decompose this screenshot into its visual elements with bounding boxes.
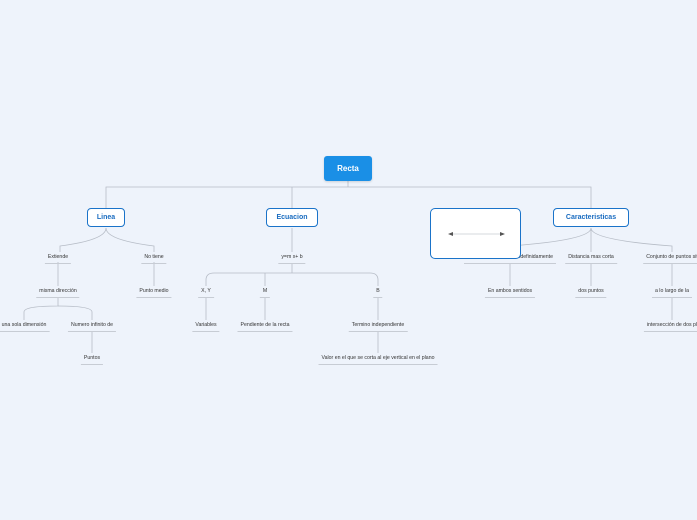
node-pendiente[interactable]: Pendiente de la recta <box>237 321 293 332</box>
node-b[interactable]: B <box>373 287 383 298</box>
node-xy[interactable]: X, Y <box>198 287 214 298</box>
topic-ecuacion[interactable]: Ecuacion <box>266 208 318 227</box>
node-no-tiene[interactable]: No tiene <box>141 253 167 264</box>
node-a-lo-largo[interactable]: a lo largo de la <box>651 287 693 298</box>
node-dos-puntos[interactable]: dos puntos <box>575 287 607 298</box>
indefinidamente-label: indefinidamente <box>516 254 553 260</box>
node-ambos-sentidos[interactable]: En ambos sentidos <box>484 287 536 298</box>
node-punto-medio[interactable]: Punto medio <box>136 287 172 298</box>
central-topic-recta[interactable]: Recta <box>324 156 372 181</box>
node-indefinidamente[interactable]: indefinidamente <box>464 253 556 264</box>
node-variables[interactable]: Variables <box>192 321 220 332</box>
image-node[interactable] <box>430 208 521 259</box>
node-m[interactable]: M <box>259 287 271 298</box>
topic-linea[interactable]: Linea <box>87 208 125 227</box>
double-arrow-line-icon <box>448 232 505 236</box>
node-termino-independiente[interactable]: Termino independiente <box>348 321 408 332</box>
node-distancia-mas-corta[interactable]: Distancia mas corta <box>565 253 617 264</box>
node-extiende[interactable]: Extiende <box>44 253 72 264</box>
node-formula[interactable]: y=m x+ b <box>278 253 306 264</box>
node-conjunto-de-puntos[interactable]: Conjunto de puntos sit <box>643 253 697 264</box>
node-numero-infinito[interactable]: Numero infinito de <box>67 321 117 332</box>
node-misma-direccion[interactable]: misma dirección <box>36 287 80 298</box>
node-una-sola-dimension[interactable]: una sola dimensión <box>0 321 50 332</box>
node-puntos[interactable]: Puntos <box>80 354 104 365</box>
node-valor-eje-vertical[interactable]: Valor en el que se corta al eje vertical… <box>318 354 438 365</box>
node-interseccion[interactable]: intersección de dos pl <box>643 321 697 332</box>
topic-caracteristicas[interactable]: Caracteristicas <box>553 208 629 227</box>
